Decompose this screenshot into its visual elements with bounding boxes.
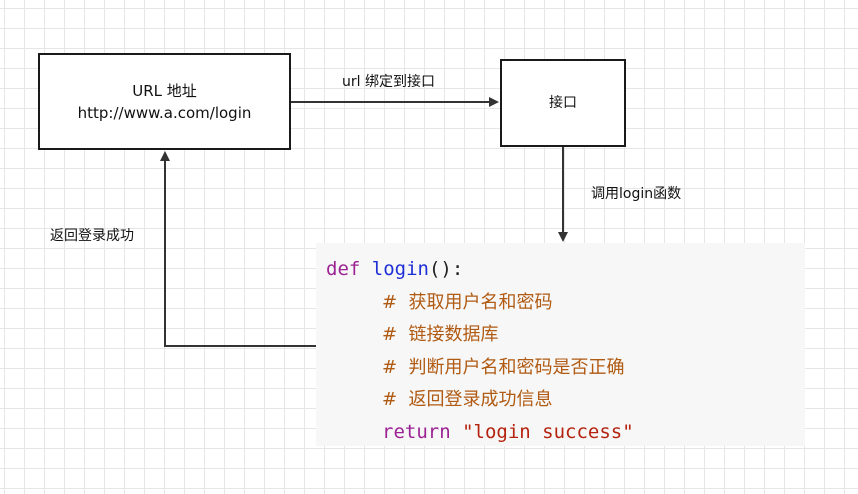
code-comment: # 链接数据库	[382, 324, 499, 345]
edge-label-bind: url 绑定到接口	[342, 74, 435, 90]
url-node-title: URL 地址	[132, 81, 197, 100]
api-node: 接口	[500, 59, 626, 147]
code-return-keyword: return	[382, 420, 451, 443]
edge-label-call: 调用login函数	[591, 186, 682, 202]
code-comment: # 获取用户名和密码	[382, 291, 553, 313]
code-line-comment: # 链接数据库	[326, 318, 805, 351]
code-line-comment: # 判断用户名和密码是否正确	[326, 351, 805, 384]
url-node-address: http://www.a.com/login	[77, 103, 252, 122]
code-def-keyword: def	[326, 258, 361, 280]
code-signature-tail: ():	[428, 258, 464, 280]
code-block: def login(): # 获取用户名和密码 # 链接数据库 # 判断用户名和…	[316, 243, 805, 446]
code-return-value: "login success"	[462, 420, 634, 443]
code-line-comment: # 返回登录成功信息	[326, 383, 805, 416]
url-address-node: URL 地址 http://www.a.com/login	[38, 53, 291, 150]
code-function-name: login	[371, 258, 429, 280]
code-comment: # 判断用户名和密码是否正确	[382, 356, 625, 378]
code-line-return: return "login success"	[326, 416, 805, 449]
arrow-code-to-url	[160, 151, 316, 347]
code-comment: # 返回登录成功信息	[382, 389, 553, 410]
code-line-def: def login():	[326, 253, 805, 286]
edge-label-return: 返回登录成功	[50, 228, 134, 244]
code-line-comment: # 获取用户名和密码	[326, 286, 805, 319]
api-node-label: 接口	[549, 95, 577, 111]
